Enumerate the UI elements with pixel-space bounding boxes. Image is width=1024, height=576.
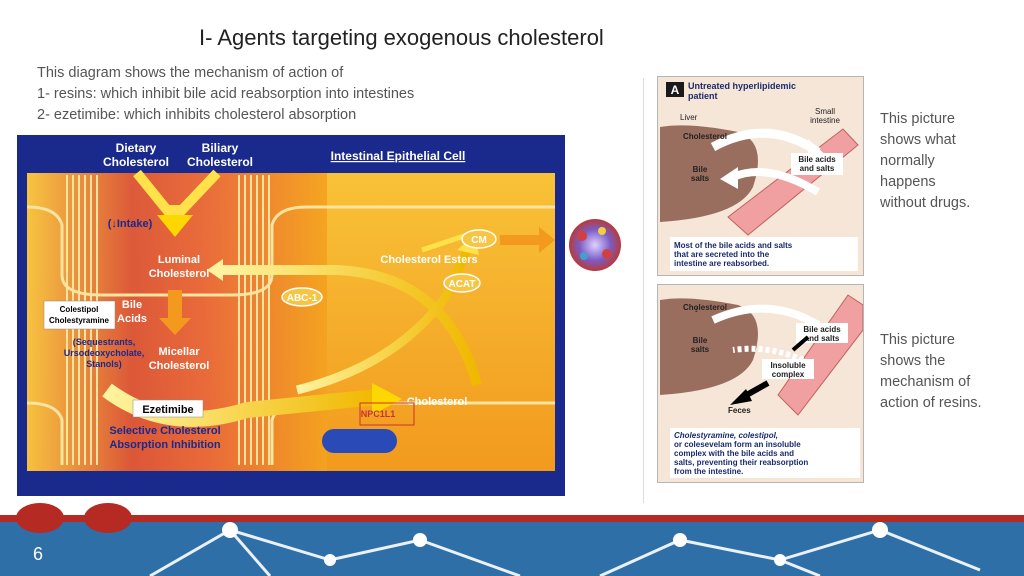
side-note-resins: This picture shows the mechanism of acti… [880, 332, 982, 411]
selective-inhibition-label-1: Selective Cholesterol [109, 425, 220, 437]
intro-line-3: 2- ezetimibe: which inhibits cholesterol… [37, 107, 357, 123]
panel-a-bile-salts-2: salts [691, 174, 710, 183]
sequestrants-label-1: (Sequestrants, [73, 337, 136, 347]
panel-a-caption-1: Most of the bile acids and salts [674, 241, 793, 250]
panel-b-caption-box [670, 428, 860, 478]
panel-a-bile-acids-2: and salts [800, 164, 835, 173]
panel-b-bile-acids-1: Bile acids [803, 325, 841, 334]
right-arrow-icon [539, 227, 555, 253]
right-arrow-icon [372, 383, 402, 415]
abc1-label: ABC-1 [287, 293, 318, 304]
panel-a-cholesterol-label: Cholesterol [683, 132, 727, 141]
down-arrow-icon [157, 215, 193, 237]
dietary-cholesterol-label-1: Dietary [116, 141, 157, 155]
side-note-untreated: This picture shows what normally happens… [880, 111, 971, 211]
panel-a-caption-3: intestine are reabsorbed. [674, 259, 769, 268]
liver-shape [660, 125, 758, 222]
feces-label: Feces [728, 406, 751, 415]
colestipol-label-2: Cholestyramine [49, 316, 110, 325]
footer-dot-2 [84, 503, 132, 533]
vertical-divider [643, 78, 644, 503]
panel-b-cholesterol-label: Cholesterol [683, 303, 727, 312]
insoluble-label-2: complex [772, 370, 805, 379]
luminal-cholesterol-label-1: Luminal [158, 254, 200, 266]
transporter-shape [322, 429, 397, 453]
panel-b-caption-2: or colesevelam form an insoluble [674, 440, 801, 449]
panel-a-bile-acids-1: Bile acids [798, 155, 836, 164]
bile-acids-label-2: Acids [117, 313, 147, 325]
abc1-badge [281, 287, 323, 307]
small-intestine-label-1: Small [815, 107, 835, 116]
panel-a-bile-salts-1: Bile [693, 165, 708, 174]
down-arrow-icon: ↓ [694, 304, 699, 314]
sequestrants-label-3: Stanols) [86, 359, 122, 369]
panel-a-heading-1: Untreated hyperlipidemic [688, 81, 796, 91]
cholesterol-absorption-diagram: Dietary Cholesterol Biliary Cholesterol … [17, 135, 565, 496]
intro-text: This diagram shows the mechanism of acti… [37, 63, 414, 126]
down-arrow-icon [159, 318, 191, 335]
cm-label: CM [471, 235, 487, 246]
insoluble-label-1: Insoluble [770, 361, 806, 370]
panel-a-caption-box [670, 237, 858, 271]
panel-b-caption-5: from the intestine. [674, 467, 743, 476]
acat-badge [443, 273, 481, 293]
cm-badge [461, 229, 497, 249]
slide-title: I- Agents targeting exogenous cholestero… [199, 25, 604, 50]
colestipol-label-1: Colestipol [60, 305, 99, 314]
panel-b-caption-1: Cholestyramine, colestipol, [674, 431, 778, 440]
left-arrow-icon [207, 259, 223, 281]
left-arrow-icon [720, 167, 738, 189]
biliary-cholesterol-label-1: Biliary [202, 141, 239, 155]
micellar-cholesterol-label-2: Cholesterol [149, 360, 210, 372]
dietary-cholesterol-label-2: Cholesterol [103, 155, 169, 169]
ezetimibe-label: Ezetimibe [142, 404, 193, 416]
liver-label: Liver [680, 113, 698, 122]
micellar-cholesterol-label-1: Micellar [159, 346, 201, 358]
panel-b-bile-acids-2: and salts [805, 334, 840, 343]
selective-inhibition-label-2: Absorption Inhibition [109, 439, 220, 451]
panel-a-caption-2: that are secreted into the [674, 250, 770, 259]
epithelial-cell-label: Intestinal Epithelial Cell [331, 149, 466, 163]
npc1l1-label: NPC1L1 [361, 409, 396, 419]
panel-a-badge [666, 82, 684, 97]
down-left-arrow-icon [730, 389, 752, 405]
cholesterol-label: Cholesterol [407, 396, 468, 408]
sequestrants-label-2: Ursodeoxycholate, [64, 348, 145, 358]
intro-line-1: This diagram shows the mechanism of acti… [37, 65, 344, 81]
panel-b-caption-4: salts, preventing their reabsorption [674, 458, 808, 467]
panel-b-caption-3: complex with the bile acids and [674, 449, 794, 458]
slide-number: 6 [33, 544, 44, 564]
cholesterol-esters-label: Cholesterol Esters [380, 254, 477, 266]
resin-mechanism-panel: Cholesterol ↓ Bile salts Bile acids and … [657, 284, 864, 483]
panel-b-bile-salts-2: salts [691, 345, 710, 354]
footer-banner [0, 503, 1024, 576]
ezetimibe-box [132, 399, 204, 418]
untreated-patient-panel: A Untreated hyperlipidemic patient Liver… [657, 76, 864, 276]
chylomicron-icon [569, 219, 621, 271]
panel-a-badge-letter: A [671, 83, 680, 97]
intro-line-2: 1- resins: which inhibit bile acid reabs… [37, 86, 415, 102]
biliary-cholesterol-label-2: Cholesterol [187, 155, 253, 169]
liver-shape [660, 298, 758, 395]
intake-label: (↓Intake) [108, 218, 153, 230]
panel-b-bile-salts-1: Bile [693, 336, 708, 345]
luminal-cholesterol-label-2: Cholesterol [149, 268, 210, 280]
acat-label: ACAT [448, 279, 475, 290]
panel-a-heading-2: patient [688, 91, 718, 101]
colestipol-box [43, 300, 116, 330]
footer-dot-1 [16, 503, 64, 533]
small-intestine-label-2: intestine [810, 116, 840, 125]
npc1l1-box [359, 402, 415, 426]
bile-acids-label-1: Bile [122, 299, 142, 311]
